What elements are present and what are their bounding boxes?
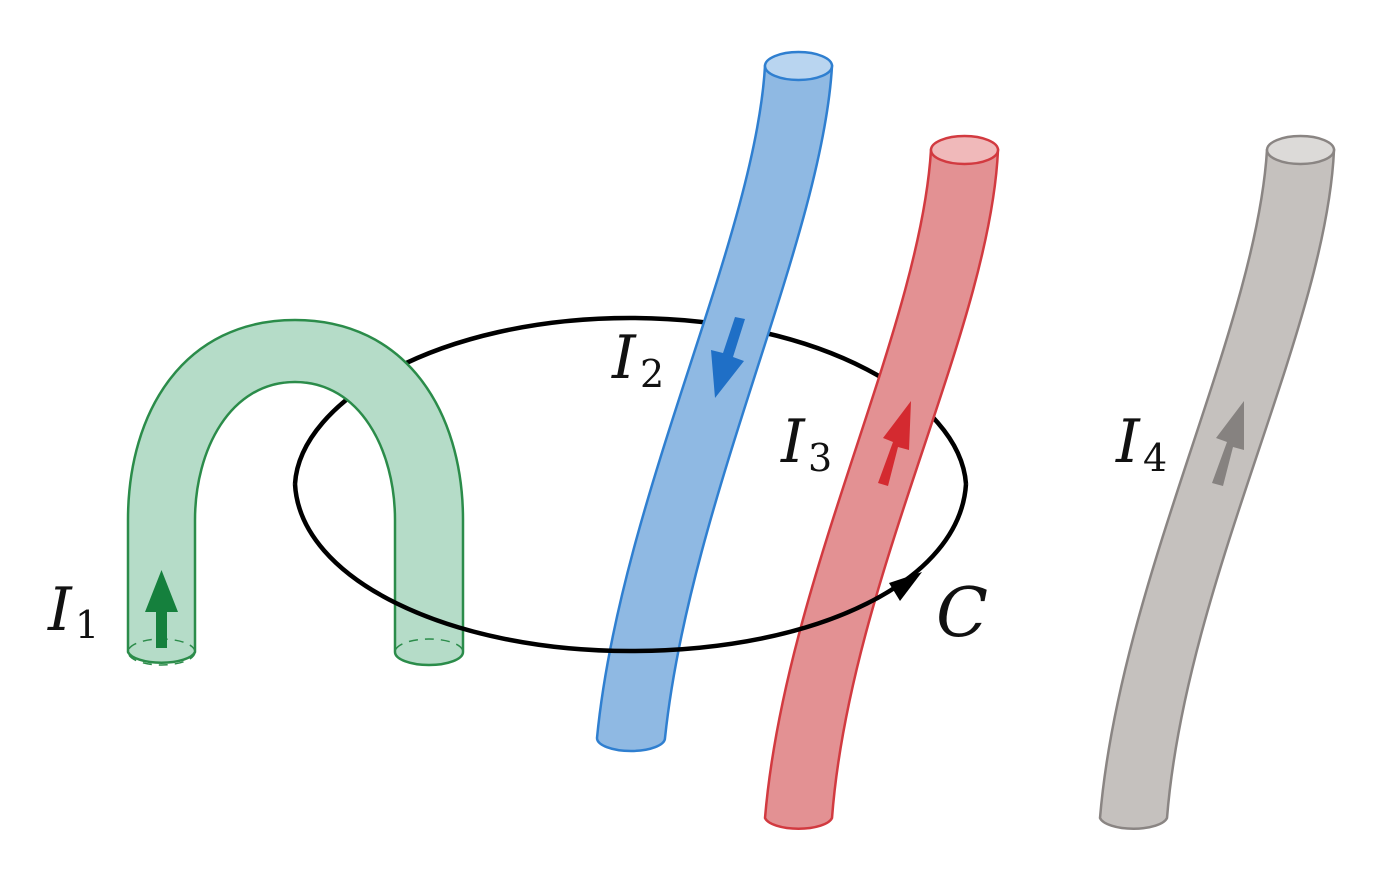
wire-i3-body: [763, 148, 1000, 831]
wire-i4-current-arrow: [1212, 401, 1244, 486]
label-i4: I 4: [1115, 407, 1167, 480]
wire-i1-current-arrow: [145, 570, 178, 648]
wire-i1: [126, 318, 465, 667]
wire-i2-top-cap: [763, 50, 834, 82]
label-i3: I 3: [780, 407, 832, 480]
wire-i3: [763, 134, 1000, 831]
label-i2-symbol: I: [611, 323, 637, 393]
label-i1-subscript: 1: [75, 603, 99, 647]
wire-i4-body: [1098, 148, 1336, 831]
wire-i3-top-cap: [929, 134, 1000, 166]
label-i3-symbol: I: [780, 407, 806, 477]
curve-c-direction-arrow: [889, 572, 922, 601]
curve-c-front: [292, 483, 969, 654]
wire-i4: [1098, 134, 1336, 831]
label-i3-subscript: 3: [808, 436, 832, 480]
wire-i4-top-cap: [1265, 134, 1336, 166]
wire-i2: [595, 50, 834, 753]
label-i2: I 2: [611, 323, 664, 396]
wire-i2-current-arrow: [711, 317, 745, 398]
label-i2-subscript: 2: [640, 352, 664, 396]
label-i1: I 1: [47, 575, 99, 647]
label-i1-symbol: I: [47, 575, 73, 645]
wire-i3-current-arrow: [878, 401, 911, 486]
wire-i1-right-end: [394, 638, 464, 666]
label-i4-symbol: I: [1115, 407, 1141, 477]
label-i4-subscript: 4: [1143, 436, 1167, 480]
label-curve-c: C: [936, 574, 988, 653]
wire-i2-body: [595, 64, 834, 753]
